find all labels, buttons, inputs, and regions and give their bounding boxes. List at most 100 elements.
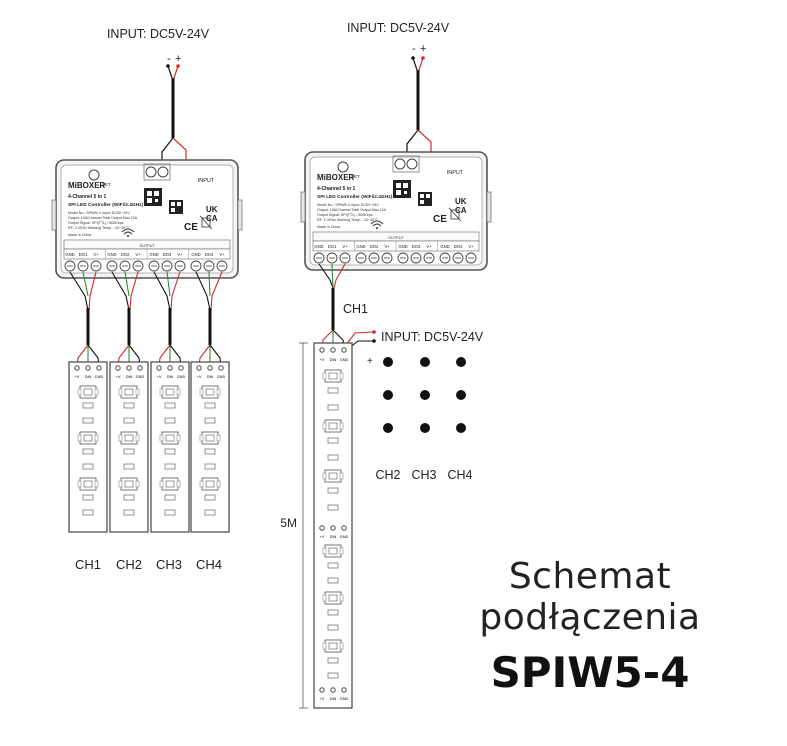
strip-length-dimension: [299, 342, 308, 709]
terminal-label: V+: [426, 244, 432, 249]
svg-text:DIN: DIN: [207, 375, 214, 379]
right-strip-input-label: INPUT: DC5V-24V: [381, 330, 484, 344]
right-power-wires: [406, 56, 432, 152]
left-controller-spec1: Model No.: SPIW5-4 Input: DC5V~24V: [68, 211, 130, 215]
svg-text:GND: GND: [340, 535, 349, 539]
terminal-label: V+: [342, 244, 348, 249]
left-ch1-label: CH1: [75, 557, 101, 572]
terminal-label: DO2: [370, 244, 379, 249]
terminal-label: DO1: [328, 244, 337, 249]
right-plus-sign: +: [420, 43, 426, 55]
right-ch1-label: CH1: [343, 302, 368, 316]
left-ch4-label: CH4: [196, 557, 222, 572]
terminal-label: V+: [135, 252, 141, 257]
left-ch2-label: CH2: [116, 557, 142, 572]
right-controller-model: 4-Channel 5 in 1: [317, 186, 356, 192]
terminal-label: V+: [93, 252, 99, 257]
left-controller-brand: MiBOXER: [68, 181, 106, 190]
right-controller-output: OUTPUT: [388, 236, 404, 240]
left-ch3-label: CH3: [156, 557, 182, 572]
right-ch3-label: CH3: [411, 468, 436, 482]
svg-text:GND: GND: [217, 375, 226, 379]
long-led-strip: +V DIN GND +V DIN GND +V DIN GND: [313, 342, 353, 709]
svg-text:+V: +V: [320, 358, 325, 362]
left-controller-spec4: RF: 2.4GHz Working Temp.: -10~40°C: [68, 226, 130, 230]
right-controller-spec1: Model No.: SPIW5-4 Input: DC5V~24V: [317, 203, 379, 207]
right-minus-sign: -: [412, 43, 416, 55]
right-ch2-label: CH2: [375, 468, 400, 482]
left-setup: INPUT: DC5V-24V - + MiBOXER 4-Channel 5 …: [51, 27, 243, 572]
left-controller-model: 4-Channel 5 in 1: [68, 194, 107, 200]
svg-text:GND: GND: [136, 375, 145, 379]
terminal-label: GND: [149, 252, 158, 257]
left-led-strips: +V DIN GND +V DIN GND +V D: [68, 361, 230, 533]
svg-text:DIN: DIN: [126, 375, 133, 379]
left-minus-sign: -: [167, 53, 171, 65]
left-controller-product: SPI LED Controller (WiFi/2.4GHz): [68, 202, 144, 208]
right-controller-terminal-labels: GND DO1 V+ GND DO2 V+ GND DO3 V+ GND DO4…: [314, 244, 474, 249]
svg-text:DIN: DIN: [330, 358, 337, 362]
led-strip-ch2: +V DIN GND: [109, 361, 149, 533]
left-controller-uk: UK: [206, 205, 218, 214]
left-controller-made: Made in China: [68, 233, 91, 237]
left-controller-ca: CA: [206, 214, 218, 223]
left-controller-spec3: Output Signal: SPI(TTL) / 800Kbps: [68, 221, 124, 225]
svg-text:GND: GND: [340, 697, 349, 701]
unused-channel-dots: [383, 357, 466, 433]
left-controller: MiBOXER 4-Channel 5 in 1 SPI LED Control…: [51, 159, 243, 279]
right-controller-set: SET: [351, 174, 360, 179]
svg-text:DIN: DIN: [167, 375, 174, 379]
terminal-label: DO4: [454, 244, 463, 249]
svg-text:+V: +V: [320, 535, 325, 539]
svg-text:DIN: DIN: [85, 375, 92, 379]
svg-text:+V: +V: [75, 375, 80, 379]
right-strip-plus: +: [367, 356, 373, 367]
svg-text:+V: +V: [320, 697, 325, 701]
terminal-label: V+: [384, 244, 390, 249]
right-controller-made: Made in China: [317, 225, 340, 229]
right-controller-input: INPUT: [447, 170, 464, 176]
led-strip-ch3: +V DIN GND: [150, 361, 190, 533]
right-setup: INPUT: DC5V-24V - + MiBOXER 4-Channel 5 …: [280, 21, 492, 709]
right-controller-ca: CA: [455, 206, 467, 215]
right-controller-ce: CE: [433, 214, 447, 225]
left-power-wires: [161, 64, 187, 160]
terminal-label: DO2: [121, 252, 130, 257]
terminal-label: DO3: [412, 244, 421, 249]
right-input-label: INPUT: DC5V-24V: [347, 21, 450, 35]
left-plus-sign: +: [175, 53, 181, 65]
left-controller-input: INPUT: [198, 178, 215, 184]
terminal-label: GND: [440, 244, 449, 249]
left-controller-output: OUTPUT: [139, 244, 155, 248]
terminal-label: GND: [314, 244, 323, 249]
left-controller-ce: CE: [184, 222, 198, 233]
terminal-label: GND: [398, 244, 407, 249]
right-ch4-label: CH4: [447, 468, 472, 482]
right-controller-brand: MiBOXER: [317, 173, 355, 182]
terminal-label: GND: [191, 252, 200, 257]
svg-text:DIN: DIN: [330, 697, 337, 701]
terminal-label: V+: [468, 244, 474, 249]
terminal-label: GND: [107, 252, 116, 257]
left-input-label: INPUT: DC5V-24V: [107, 27, 210, 41]
right-controller: MiBOXER 4-Channel 5 in 1 SPI LED Control…: [300, 151, 492, 271]
right-controller-spec3: Output Signal: SPI(TTL) / 800Kbps: [317, 213, 373, 217]
svg-text:+V: +V: [197, 375, 202, 379]
page-title: Schemat podłączenia: [479, 556, 701, 638]
svg-text:GND: GND: [95, 375, 104, 379]
left-channel-wiring: [69, 271, 223, 367]
terminal-label: DO4: [205, 252, 214, 257]
svg-text:GND: GND: [177, 375, 186, 379]
right-controller-spec4: RF: 2.4GHz Working Temp.: -10~40°C: [317, 218, 379, 222]
strip-length-label: 5M: [280, 516, 297, 530]
terminal-label: V+: [177, 252, 183, 257]
model-title: SPIW5-4: [490, 648, 690, 697]
svg-text:+V: +V: [116, 375, 121, 379]
terminal-label: V+: [219, 252, 225, 257]
terminal-label: DO3: [163, 252, 172, 257]
right-controller-uk: UK: [455, 197, 467, 206]
left-controller-terminal-labels: GND DO1 V+ GND DO2 V+ GND DO3 V+ GND DO4…: [65, 252, 225, 257]
led-strip-ch4: +V DIN GND: [190, 361, 230, 533]
title-block: Schemat podłączenia SPIW5-4: [400, 556, 780, 697]
